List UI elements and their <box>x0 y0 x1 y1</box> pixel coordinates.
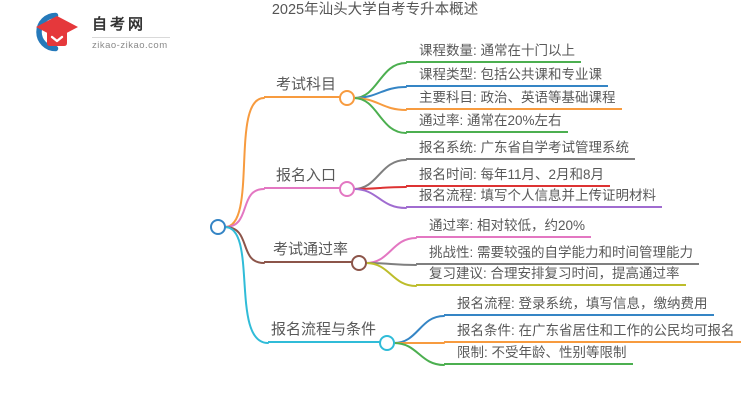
link-root-registration-entrance <box>224 188 265 228</box>
root-node-label: 2025年汕头大学自考专升本概述 <box>271 2 479 18</box>
link-root-pass-rate <box>224 226 265 264</box>
link-registration-flow <box>353 188 407 209</box>
leaf-main-subjects: 主要科目: 政治、英语等基础课程 <box>406 88 622 110</box>
branch-pass-rate-label: 考试通过率 <box>264 240 352 263</box>
logo-crescent-shape <box>36 12 59 52</box>
link-registration-system <box>353 159 407 190</box>
link-subject-pass-rate <box>353 97 407 134</box>
leaf-course-type: 课程类型: 包括公共课和专业课 <box>406 65 609 87</box>
leaf-review-advice: 复习建议: 合理安排复习时间，提高通过率 <box>416 264 686 286</box>
branch-registration-entrance-label: 报名入口 <box>264 166 340 189</box>
leaf-pass-rate-value: 通过率: 相对较低，约20% <box>416 216 592 238</box>
leaf-challenge: 挑战性: 需要较强的自学能力和时间管理能力 <box>416 243 700 265</box>
process-conditions-node-toggle[interactable] <box>379 335 395 351</box>
leaf-signup-conditions: 报名条件: 在广东省居住和工作的公民均可报名 <box>444 321 741 343</box>
branch-process-conditions-label: 报名流程与条件 <box>268 320 380 343</box>
site-url: zikao-zikao.com <box>92 39 168 51</box>
leaf-course-count: 课程数量: 通常在十门以上 <box>406 41 582 63</box>
cap-chevron-mark <box>50 35 64 43</box>
site-logo[interactable]: 自考网 zikao-zikao.com <box>22 8 170 58</box>
link-signup-flow <box>393 315 445 344</box>
leaf-registration-time: 报名时间: 每年11月、2月和8月 <box>406 165 611 187</box>
root-node-toggle[interactable] <box>210 219 226 235</box>
site-name: 自考网 <box>92 15 147 33</box>
leaf-subject-pass-rate: 通过率: 通常在20%左右 <box>406 111 568 133</box>
leaf-restrictions: 限制: 不受年龄、性别等限制 <box>444 343 633 365</box>
registration-entrance-node-toggle[interactable] <box>339 181 355 197</box>
cap-base-shape <box>47 32 67 46</box>
pass-rate-node-toggle[interactable] <box>351 255 367 271</box>
link-review-advice <box>365 262 417 287</box>
logo-divider <box>92 36 170 38</box>
leaf-registration-flow: 报名流程: 填写个人信息并上传证明材料 <box>406 186 663 208</box>
exam-subjects-node-toggle[interactable] <box>339 90 355 106</box>
leaf-signup-flow: 报名流程: 登录系统，填写信息，缴纳费用 <box>444 294 714 316</box>
cap-board-shape <box>36 16 78 38</box>
logo-text-block: 自考网 zikao-zikao.com <box>92 16 170 51</box>
link-root-exam-subjects <box>224 97 265 228</box>
link-pass-rate-value <box>365 237 417 264</box>
link-restrictions <box>393 342 445 366</box>
link-root-process-conditions <box>224 226 269 344</box>
leaf-registration-system: 报名系统: 广东省自学考试管理系统 <box>406 138 636 160</box>
branch-exam-subjects-label: 考试科目 <box>264 75 340 98</box>
graduation-cap-logo-icon <box>36 12 78 52</box>
